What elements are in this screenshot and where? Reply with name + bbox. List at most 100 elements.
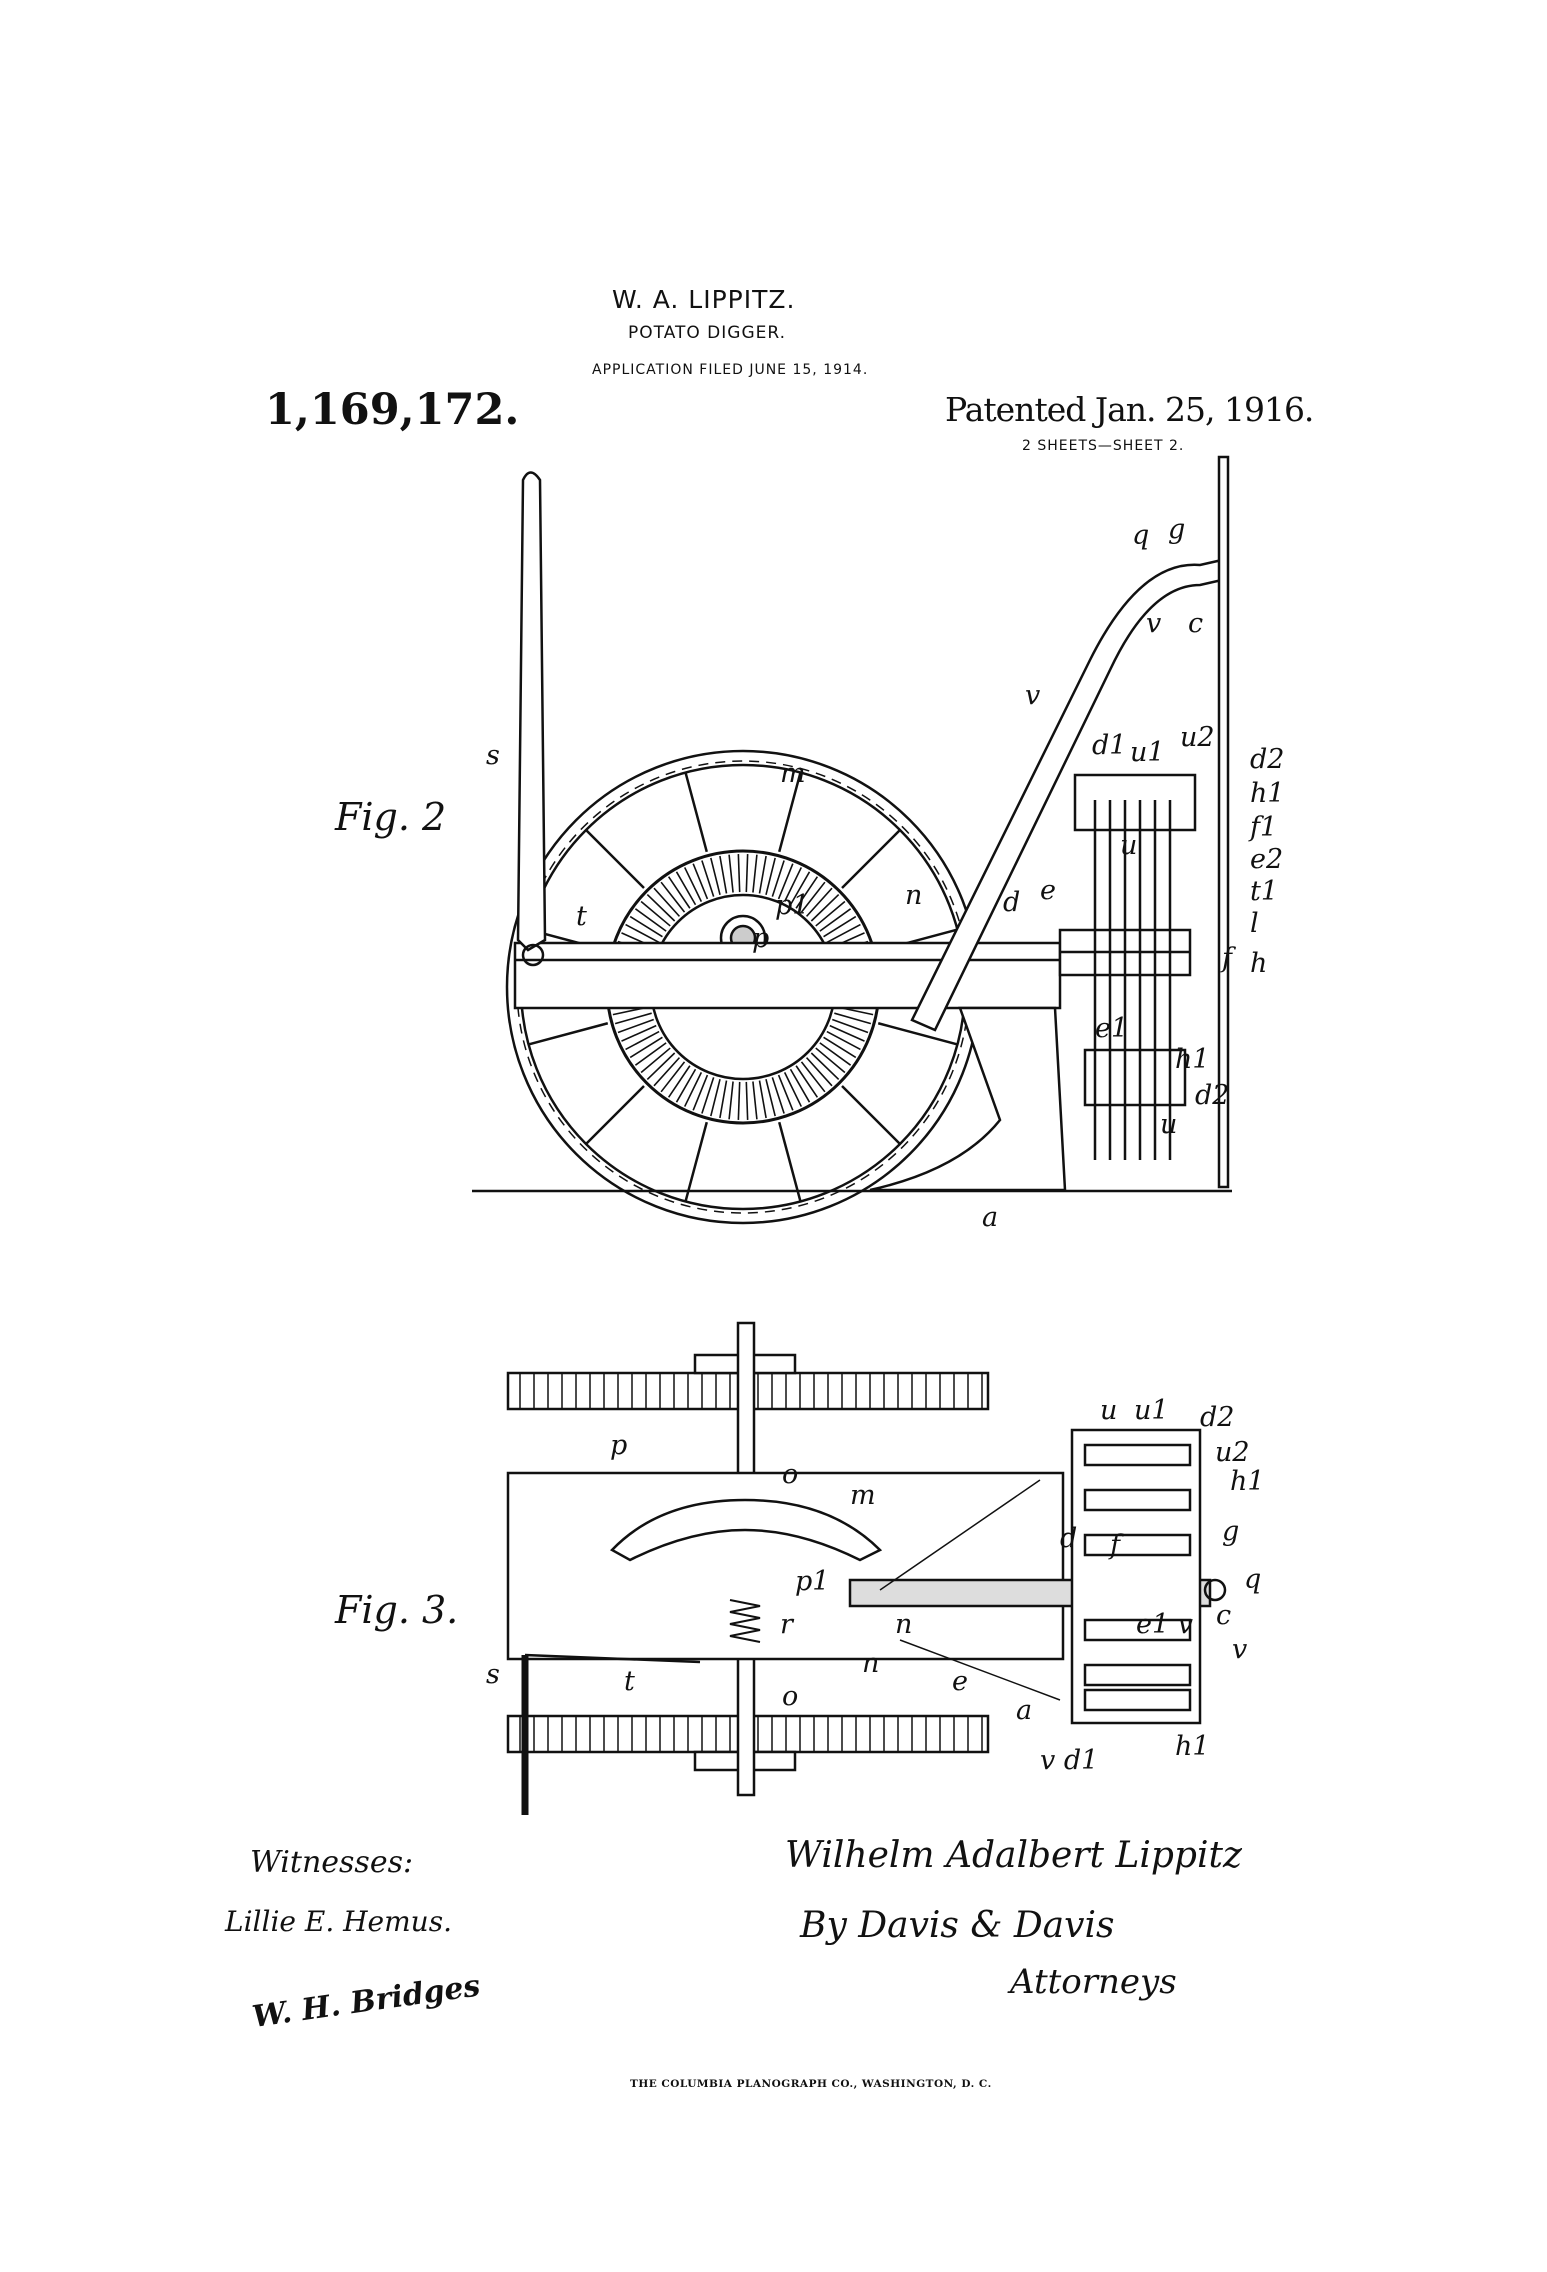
gear-tooth [805,1057,833,1087]
spoke [684,1121,708,1202]
fig2-ref-letter: q [1132,520,1150,551]
digger-head-bottom [1083,1048,1187,1107]
fig3-ref-letter: v d1 [1040,1745,1099,1776]
application-date: APPLICATION FILED JUNE 15, 1914. [592,362,869,378]
digger-bar [1083,1443,1192,1467]
fig3-ref-letter: t [624,1666,635,1697]
spoke [585,1085,645,1145]
gear-tooth [667,876,691,909]
gear-tooth [815,900,846,927]
spoke [684,772,708,853]
gear-tooth [823,915,857,938]
fig2-ref-letter: t [576,901,587,932]
wheel-treads [519,1373,983,1752]
digger-head-top [1073,773,1197,832]
tines [1093,800,1172,1160]
gear-tooth [777,1074,794,1111]
gear-tooth [617,1018,655,1034]
fig3-top-view [506,1321,1227,1815]
fig3-ref-letter: e1 v [1136,1609,1193,1640]
digger-bar [1083,1618,1192,1642]
fig2-ref-letter: e2 [1250,844,1284,875]
fig3-ref-letter: g [1222,1516,1240,1547]
gear-tooth [719,855,728,894]
digger-bar [1083,1488,1192,1512]
printer-credit: THE COLUMBIA PLANOGRAPH CO., WASHINGTON,… [630,2078,992,2090]
fig2-label: Fig. 2 [335,795,447,839]
gear-tooth [629,1036,663,1059]
gear-tooth [719,1080,728,1119]
gear-tooth [826,1030,861,1051]
gear-tooth [752,854,758,893]
fig3-ref-letter: o [782,1681,799,1712]
fig2-ref-letter: f [1222,943,1232,974]
fig2-ref-letter: u [1120,830,1138,861]
gear-tooth [771,860,785,897]
fig2-ref-letter: p1 [775,890,810,921]
gear-tooth [653,1057,681,1087]
spoke [528,1022,609,1046]
spoke [778,1121,802,1202]
gear-tooth [815,1047,846,1074]
frame-beam [513,941,1062,1010]
gear-tooth [758,855,767,894]
fig3-ref-letter: p [610,1430,628,1461]
fig2-side-view [472,455,1232,1225]
gear-tooth [795,1065,819,1098]
fig2-ref-letter: c [1188,608,1204,639]
fig3-ref-letter: s [486,1659,500,1690]
fig3-ref-letter: u [1100,1395,1118,1426]
fig2-ref-letter: v [1146,608,1162,639]
right-pole [1217,455,1230,1189]
gear-tooth [629,915,663,938]
inventor-signature: Wilhelm Adalbert Lippitz [785,1835,1242,1876]
gear-tooth [692,1074,709,1111]
gear-tooth [823,1036,857,1059]
gear-tooth [789,1068,811,1103]
wheel-spokes [528,772,958,1202]
gear-tooth [783,1072,803,1107]
fig3-ref-letter: h1 [1175,1731,1210,1762]
witnesses-label: Witnesses: [250,1845,414,1880]
fig2-ref-letter: e1 [1095,1013,1129,1044]
fig2-ref-letter: u2 [1180,722,1215,753]
fig2-ref-letter: d1 [1092,730,1127,761]
invention-title: POTATO DIGGER. [628,323,786,343]
plow-share [869,1006,1067,1192]
inventor-name: W. A. LIPPITZ. [612,285,796,314]
gear-tooth [701,860,715,897]
gear-tooth [800,1061,826,1093]
fig3-ref-letter: e [952,1666,968,1697]
fig2-ref-letter: d [1003,887,1021,918]
patented-date: Patented Jan. 25, 1916. [945,390,1314,429]
fig3-ref-letter: r [780,1609,793,1640]
fig3-label: Fig. 3. [335,1588,459,1632]
brace-lines [879,1479,1061,1701]
spoke [877,1022,958,1046]
gear-tooth [728,854,734,893]
gear-tooth [675,871,697,906]
gear-tooth [771,1077,785,1114]
gear-tooth [810,1052,840,1080]
fig2-ref-letter: u1 [1130,737,1165,768]
gear-tooth [625,1030,660,1051]
gear-tooth [660,1061,686,1093]
spoke [585,829,645,889]
gear-tooth [758,1080,767,1119]
fig2-ref-letter: n [905,880,923,911]
gear-tooth [765,857,776,896]
fig2-ref-letter: f1 [1250,812,1278,843]
gear-tooth [819,908,852,932]
fig2-ref-letter: d2 [1250,744,1285,775]
gear-tooth [745,1081,749,1120]
fig2-ref-letter: v [1025,680,1041,711]
fig3-ref-letter: a [1016,1695,1033,1726]
digger-bar [1083,1533,1192,1557]
gear-tooth [614,1012,652,1025]
witness-1-signature: Lillie E. Hemus. [225,1905,452,1938]
gear-tooth [831,1018,869,1034]
gear-tooth [834,1012,872,1025]
gear-tooth [795,876,819,909]
gear-tooth [646,1052,676,1080]
